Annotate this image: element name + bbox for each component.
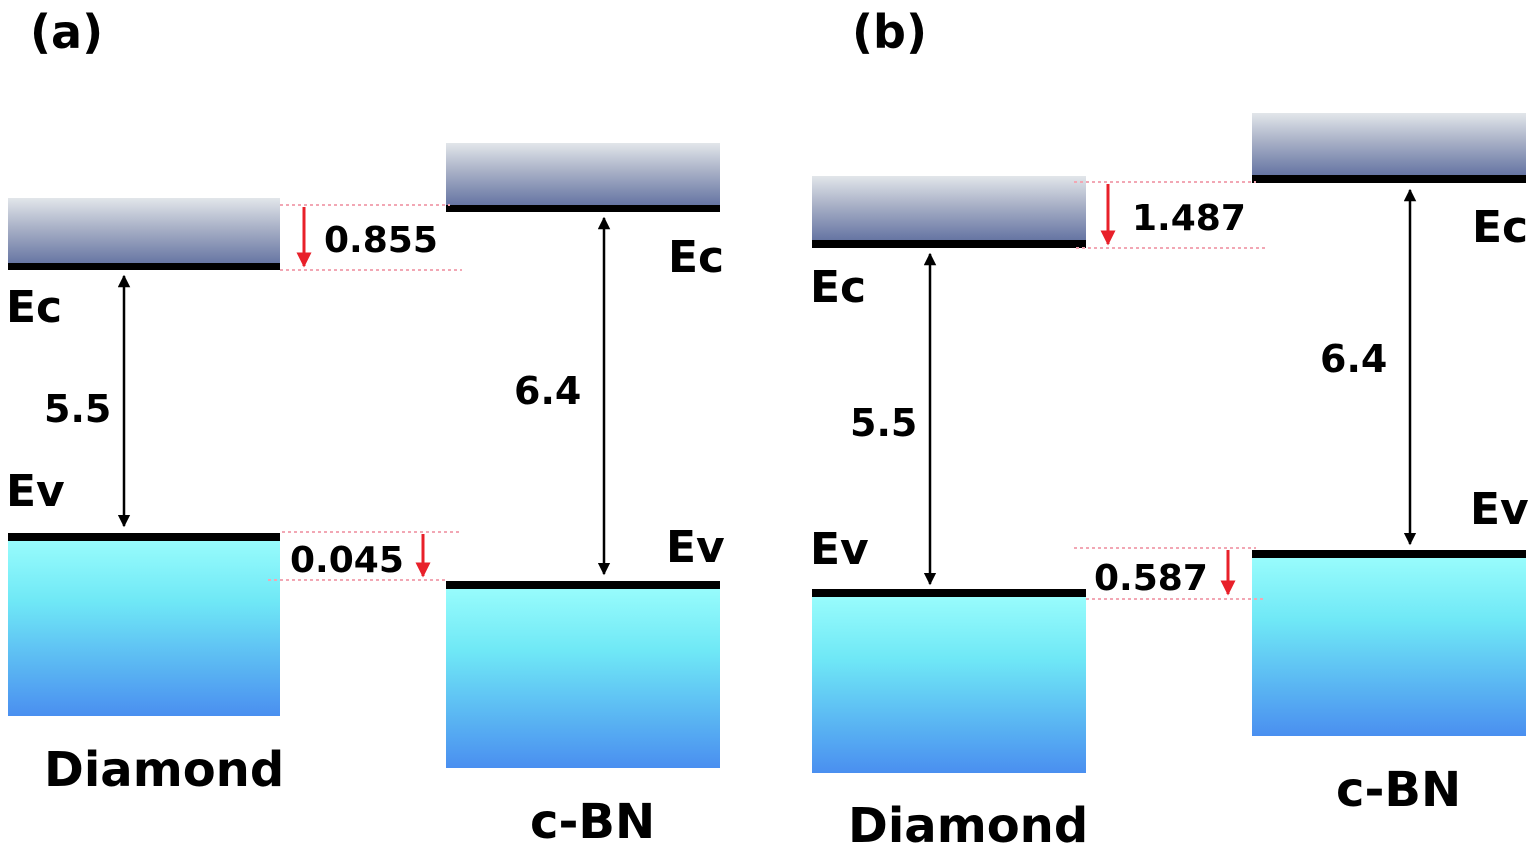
panel-b-diamond: Ec Ev 5.5 Diamond (810, 176, 1088, 848)
diamond-valence-band (8, 540, 280, 716)
cbn-ec-edge (1252, 175, 1526, 183)
cbn-name: c-BN (530, 794, 655, 848)
cbn-ec-label: Ec (1472, 202, 1528, 253)
diamond-ec-label: Ec (810, 262, 866, 313)
diamond-conduction-band (8, 198, 280, 264)
cb-offset-value: 0.855 (324, 220, 438, 261)
diamond-gap-value: 5.5 (44, 387, 111, 431)
vb-offset-value: 0.587 (1094, 558, 1208, 599)
panel-a-cbn: Ec Ev 6.4 c-BN (446, 143, 725, 848)
cb-offset-value: 1.487 (1132, 198, 1246, 239)
panel-a-diamond: Ec Ev 5.5 Diamond (6, 198, 284, 798)
diamond-name: Diamond (848, 798, 1088, 848)
cbn-conduction-band (1252, 113, 1526, 175)
cbn-name: c-BN (1336, 762, 1461, 818)
diamond-ec-label: Ec (6, 282, 62, 333)
diamond-gap-value: 5.5 (850, 401, 917, 445)
cbn-ev-label: Ev (666, 522, 725, 573)
cbn-valence-band (1252, 558, 1526, 736)
vb-offset-value: 0.045 (290, 540, 404, 581)
cbn-ev-label: Ev (1470, 484, 1529, 535)
diamond-conduction-band (812, 176, 1086, 240)
cbn-gap-value: 6.4 (1320, 337, 1387, 381)
panel-a-label: (a) (30, 5, 103, 59)
panel-b-offsets: 1.487 0.587 (1074, 181, 1266, 600)
panel-b-cbn: Ec Ev 6.4 c-BN (1252, 113, 1529, 818)
diamond-ev-edge (812, 589, 1086, 597)
diamond-ev-label: Ev (810, 524, 869, 575)
diamond-ec-edge (8, 263, 280, 270)
cbn-valence-band (446, 588, 720, 768)
panel-a: (a) Ec Ev 5.5 Diamond Ec Ev 6.4 c-BN (6, 5, 725, 848)
panel-b-label: (b) (852, 5, 927, 59)
panel-a-offsets: 0.855 0.045 (268, 204, 462, 581)
cbn-gap-value: 6.4 (514, 369, 581, 413)
cbn-ev-edge (1252, 550, 1526, 558)
cbn-conduction-band (446, 143, 720, 205)
diamond-valence-band (812, 597, 1086, 773)
cbn-ev-edge (446, 581, 720, 589)
diamond-name: Diamond (44, 742, 284, 798)
cbn-ec-edge (446, 205, 720, 212)
diamond-ev-edge (8, 533, 280, 541)
panel-b: (b) Ec Ev 5.5 Diamond Ec Ev 6.4 c-BN (810, 5, 1529, 848)
diamond-ec-edge (812, 240, 1086, 248)
cbn-ec-label: Ec (668, 232, 724, 283)
diamond-ev-label: Ev (6, 466, 65, 517)
